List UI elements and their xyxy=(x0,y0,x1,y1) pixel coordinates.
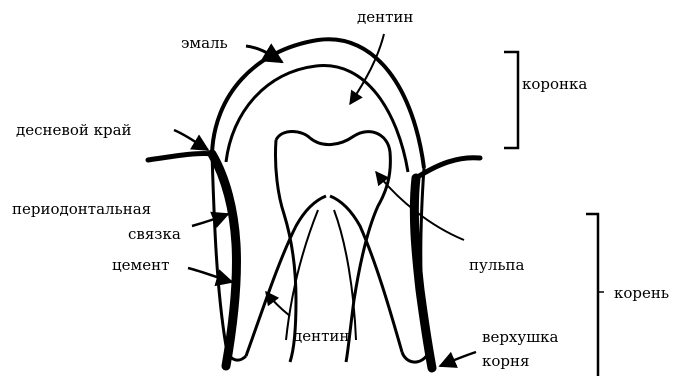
arrow-gum-margin xyxy=(174,130,208,150)
label-apex-line1: верхушка xyxy=(482,328,559,346)
label-crown: коронка xyxy=(522,75,587,93)
label-dentin-top: дентин xyxy=(357,8,413,26)
label-pulp: пульпа xyxy=(469,256,525,274)
arrow-dentin-bottom xyxy=(266,292,290,316)
gum-left xyxy=(148,153,212,160)
label-cement: цемент xyxy=(112,256,169,274)
crown-bracket xyxy=(504,52,518,148)
gum-right xyxy=(416,158,480,178)
label-periodontal-line1: периодонтальная xyxy=(12,200,151,218)
pulp-canal-left xyxy=(286,210,318,340)
enamel-inner-boundary xyxy=(226,66,408,172)
enamel-outline xyxy=(212,39,424,168)
label-dentin-bottom: дентин xyxy=(293,327,349,345)
arrow-apex xyxy=(440,352,476,366)
arrow-periodontal xyxy=(192,214,228,226)
arrow-cement xyxy=(188,268,232,282)
label-apex-line2: корня xyxy=(482,352,529,370)
label-gum-margin: десневой край xyxy=(16,121,132,139)
label-root: корень xyxy=(614,284,669,302)
root-bracket xyxy=(586,214,598,376)
label-enamel: эмаль xyxy=(181,34,228,52)
label-periodontal-line2: связка xyxy=(128,225,181,243)
